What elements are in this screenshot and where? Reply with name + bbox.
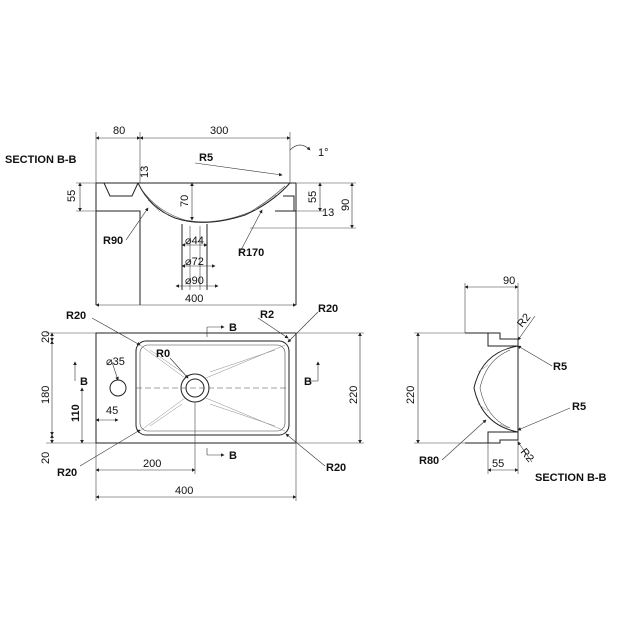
- label-55-side: 55: [492, 458, 504, 470]
- label-300: 300: [210, 125, 228, 137]
- plan-shading: [139, 344, 286, 432]
- label-dia35: ⌀35: [106, 356, 125, 368]
- label-r20-tr: R20: [318, 303, 338, 315]
- plan-tap-hole: [109, 379, 127, 397]
- leader-r90: [125, 207, 149, 241]
- label-400-plan: 400: [175, 485, 193, 497]
- top-drain: [181, 224, 208, 290]
- side-top-lip: [487, 333, 518, 347]
- leader-r2-bottom: [517, 441, 533, 463]
- label-45: 45: [106, 405, 118, 417]
- top-section-view: SECTION B-B 80 300 1° R5 13 55 70 55 13 …: [5, 125, 356, 307]
- label-r2: R2: [260, 309, 274, 321]
- label-r170: R170: [238, 247, 264, 259]
- side-basin-curve: [473, 345, 519, 433]
- label-r5-top: R5: [553, 361, 567, 373]
- label-dia72: ⌀72: [185, 256, 204, 268]
- side-basin-inner: [479, 349, 511, 429]
- label-13-left: 13: [139, 166, 151, 178]
- label-r20-tl: R20: [66, 310, 86, 322]
- label-220-side: 220: [405, 386, 417, 404]
- label-dia44: ⌀44: [185, 235, 204, 247]
- leader-r2: [257, 317, 289, 339]
- label-r2-bottom: R2: [518, 446, 536, 464]
- label-400-top: 400: [185, 293, 203, 305]
- label-180: 180: [40, 386, 52, 404]
- side-section-view: 90 R2 R5 220 R5 R80 55 R2 SECTION B-B: [405, 275, 607, 484]
- leader-r20-tr: [287, 311, 319, 343]
- label-r0: R0: [156, 348, 170, 360]
- label-r80: R80: [419, 455, 439, 467]
- leader-r5-bottom: [517, 407, 571, 431]
- label-13-right: 13: [322, 207, 334, 219]
- leader-r5: [194, 162, 283, 177]
- label-80: 80: [113, 125, 125, 137]
- label-200: 200: [143, 458, 161, 470]
- label-110: 110: [70, 404, 82, 422]
- top-right-pocket: [283, 195, 295, 211]
- label-70: 70: [179, 195, 191, 207]
- label-b-top: B: [229, 322, 237, 334]
- label-b-right: B: [304, 376, 312, 388]
- side-shading: [477, 347, 509, 429]
- label-r20-bl: R20: [57, 467, 77, 479]
- side-section-title: SECTION B-B: [535, 472, 607, 484]
- label-r20-br: R20: [326, 462, 346, 474]
- leader-dia35: [111, 361, 119, 381]
- label-90-side: 90: [503, 275, 515, 287]
- leader-r170: [239, 209, 263, 253]
- leader-r20-bl: [79, 429, 141, 467]
- top-body-outline: [95, 183, 297, 305]
- label-dia90: ⌀90: [185, 275, 204, 287]
- label-20-top: 20: [40, 331, 52, 343]
- label-90: 90: [340, 199, 352, 211]
- leader-r2-top: [517, 315, 536, 341]
- label-55-left: 55: [66, 190, 78, 202]
- label-angle: 1°: [318, 147, 329, 159]
- label-b-bottom: B: [229, 450, 237, 462]
- label-b-left: B: [80, 376, 88, 388]
- label-r5-bottom: R5: [572, 401, 586, 413]
- label-55-right: 55: [307, 191, 319, 203]
- top-shading: [147, 194, 277, 216]
- side-bottom-lip: [487, 431, 518, 443]
- plan-outer-outline: [95, 332, 297, 444]
- label-r90: R90: [103, 235, 123, 247]
- leader-r0: [169, 357, 189, 379]
- leader-r80: [441, 419, 487, 461]
- leader-r20-tl: [91, 317, 141, 346]
- top-drain-inner: [189, 226, 201, 290]
- side-outline: [465, 332, 519, 444]
- plan-view: R20 R2 R20 B 20 ⌀35 R0 B 180 110 45 B 22…: [40, 303, 364, 501]
- label-20-bottom: 20: [40, 452, 52, 464]
- top-section-title: SECTION B-B: [5, 154, 77, 166]
- label-r5: R5: [199, 152, 213, 164]
- leader-r20-br: [285, 433, 326, 467]
- label-220-plan: 220: [348, 386, 360, 404]
- angle-arc: [289, 144, 311, 151]
- top-basin-curve: [137, 182, 291, 223]
- leader-r5-top: [517, 345, 553, 367]
- top-tap-pocket: [103, 182, 139, 197]
